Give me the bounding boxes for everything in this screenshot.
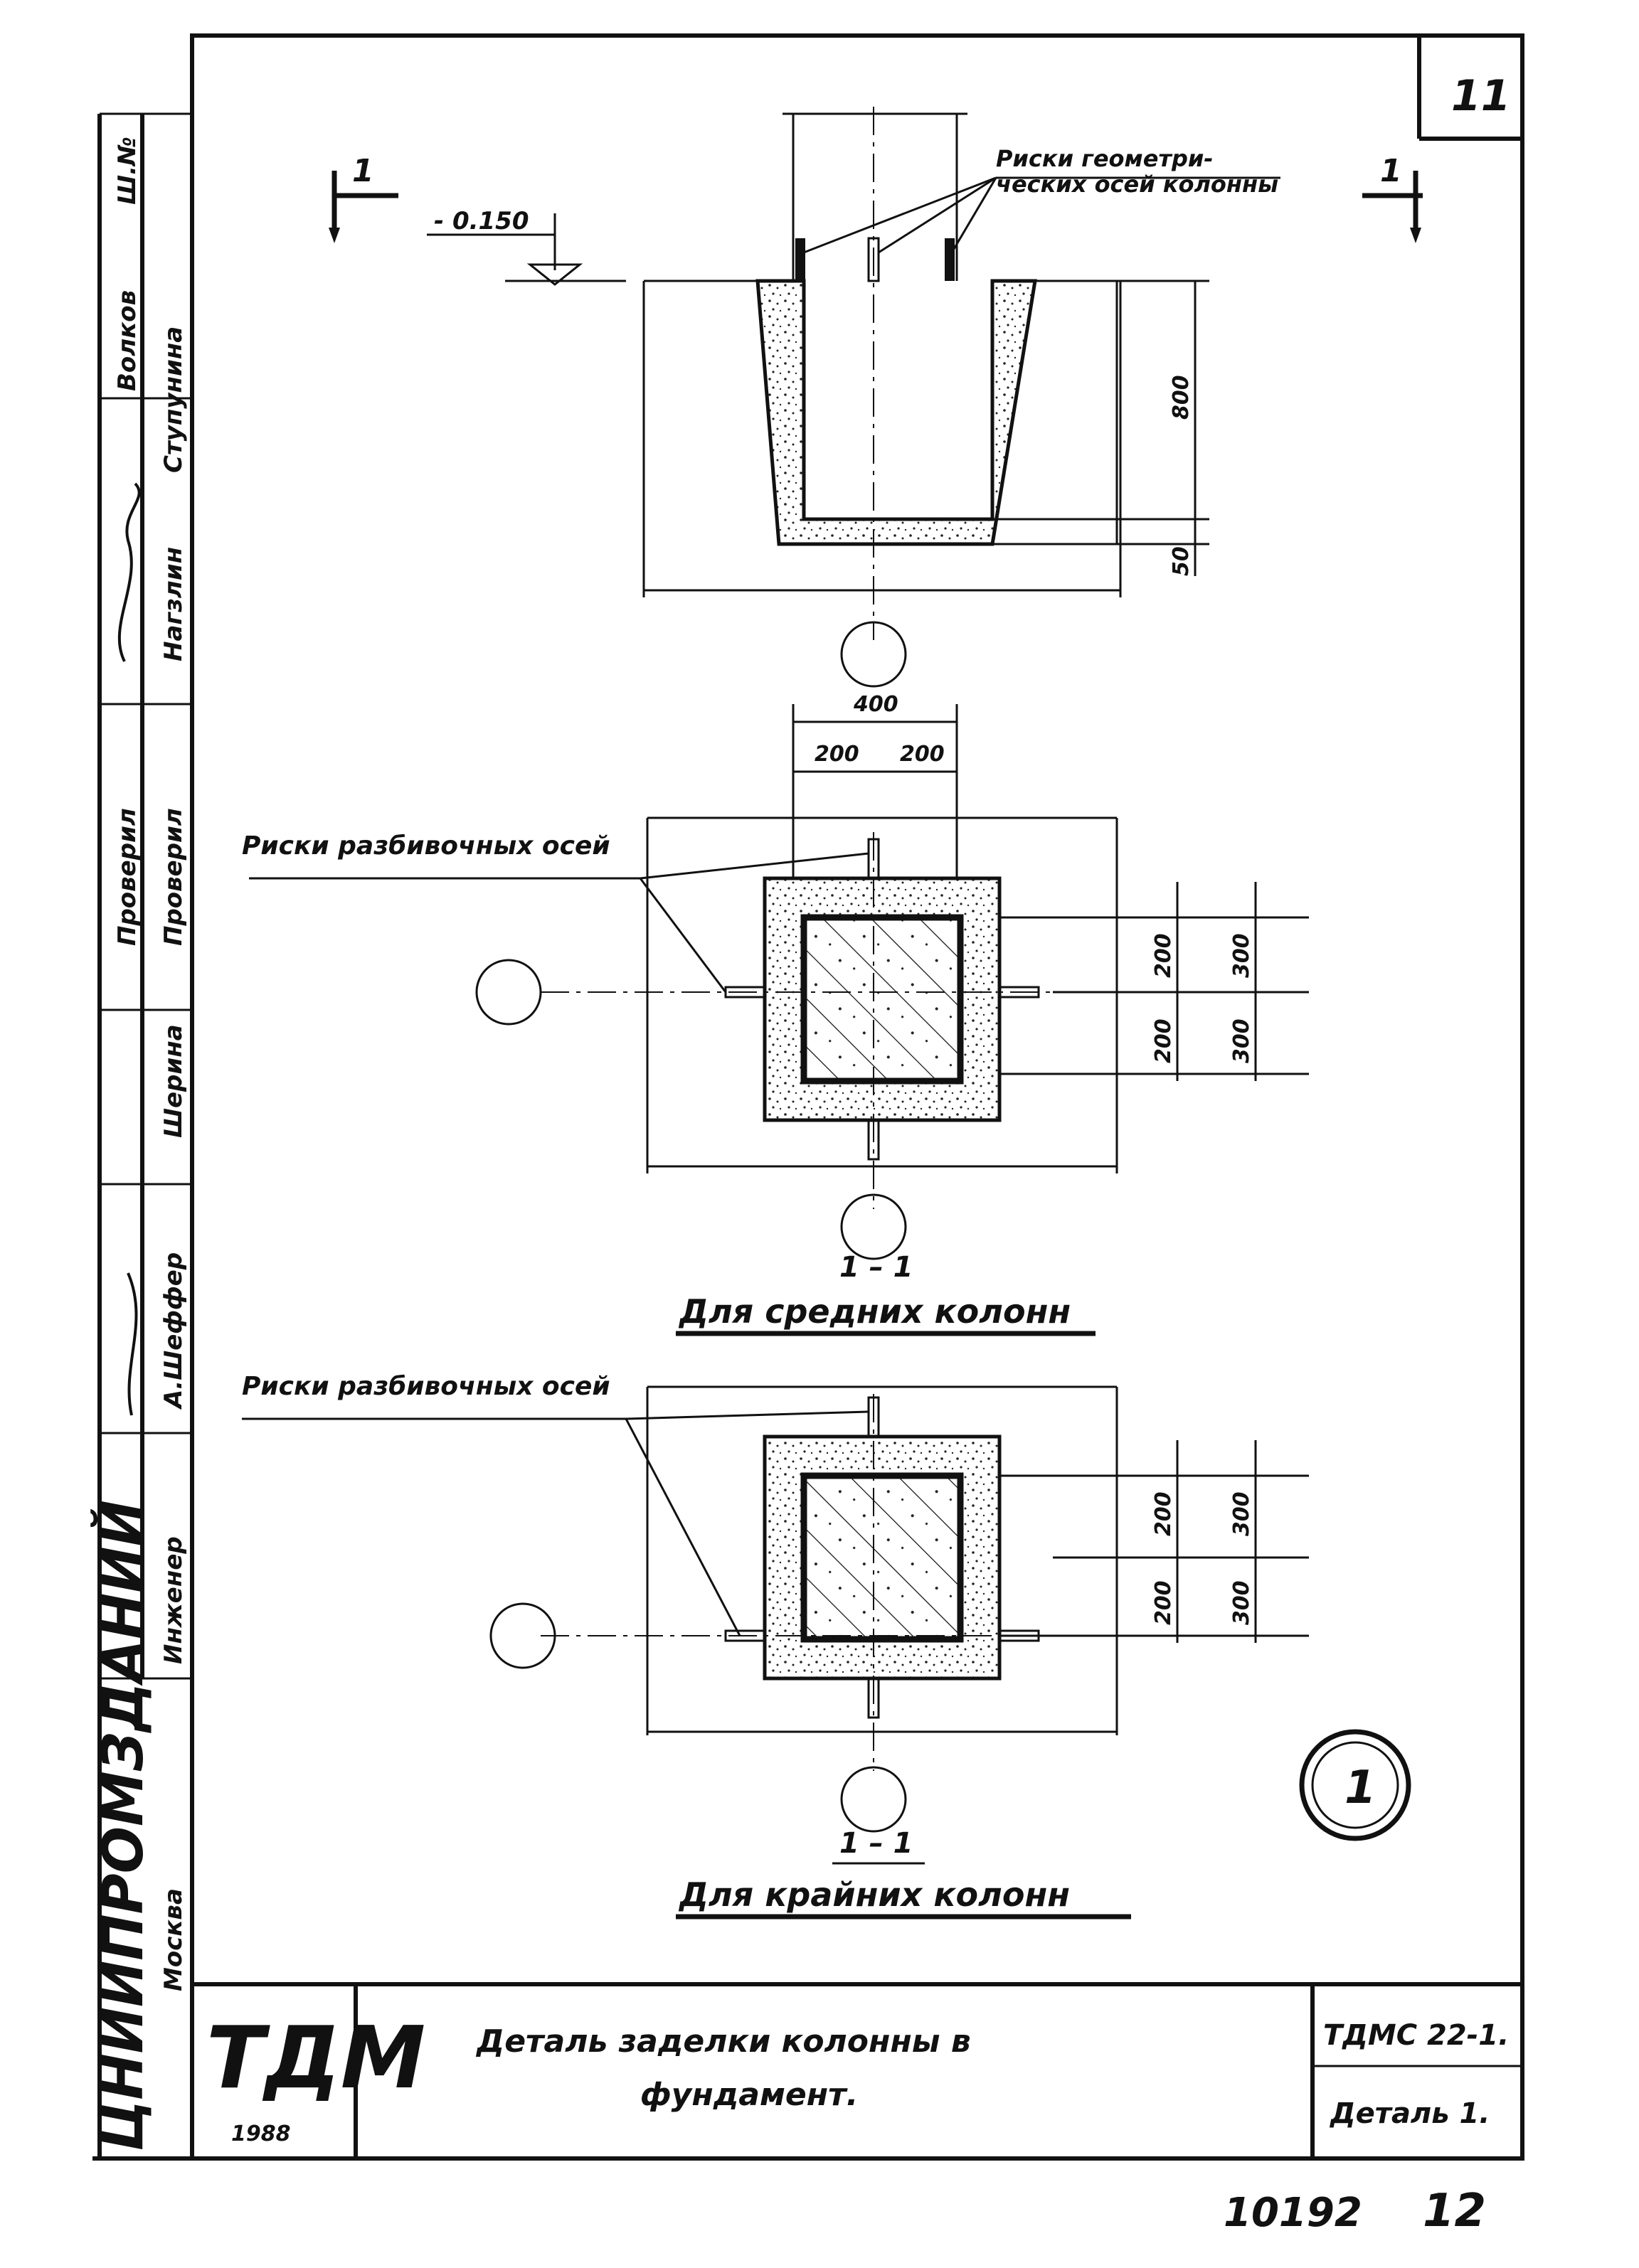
archive-number: 10192 <box>1224 2190 1362 2236</box>
callout-axes: Риски геометри- ческих осей колонны <box>996 146 1279 198</box>
dim-inner-top-edge: 200 <box>1151 1491 1176 1536</box>
axis-bubble-bottom-middle <box>840 1193 907 1260</box>
section-view: 1 1 - 0.150 Риски геометри- ческих осе <box>329 107 1423 688</box>
callout-axes-box: Риски геометри- ческих осей колонны <box>996 146 1279 198</box>
dim-half-left: 200 <box>815 742 859 767</box>
axis-bubble-left-middle <box>475 959 542 1026</box>
caption-edge: Для крайних колонн <box>678 1875 1070 1914</box>
plan-edge: Риски разбивочных осей 200 200 300 300 1… <box>242 1373 1309 1920</box>
title-block: ТДМ 1988 Деталь заделки колонны в фундам… <box>192 1982 1522 2158</box>
inv-label: Ш.№ <box>113 137 142 205</box>
signature-2 <box>117 482 141 662</box>
detail-badge-number: 1 <box>1344 1762 1377 1814</box>
column-plan-edge <box>800 1472 964 1643</box>
role-1: Волков <box>113 290 142 391</box>
signature-5 <box>127 1272 138 1416</box>
sheet-frame <box>190 33 1524 2161</box>
sheet-number: 11 <box>1451 71 1511 121</box>
cut-label-left: 1 <box>352 153 374 189</box>
year: 1988 <box>231 2121 291 2146</box>
code: ТДМС 22-1. <box>1323 2019 1509 2052</box>
role-2: Нагзлин <box>159 547 188 661</box>
caption-middle: Для средних колонн <box>678 1292 1071 1331</box>
plan-middle: 400 200 200 Риски разбивочных осей <box>242 692 1309 1336</box>
role-3: Проверил <box>113 808 142 946</box>
cut-label-middle: 1 – 1 <box>839 1251 913 1284</box>
dim-bottom: 50 <box>1169 546 1194 576</box>
callout-risks-edge: Риски разбивочных осей <box>242 1373 610 1401</box>
approval-strip: Ш.№ Волков Ступунина Нагзлин Проверил Пр… <box>90 112 192 2161</box>
callout-middle-box: Риски разбивочных осей <box>242 832 610 861</box>
axis-bubble-top <box>840 621 907 688</box>
logo: ТДМ <box>206 2009 425 2108</box>
dim-outer-top-edge: 300 <box>1229 1491 1254 1536</box>
name-5: А.Шеффер <box>159 1252 188 1410</box>
dim-inner-top-middle: 200 <box>1151 933 1176 978</box>
role-6: Инженер <box>159 1536 188 1664</box>
dim-inner-bottom-middle: 200 <box>1151 1018 1176 1063</box>
title-line-1: Деталь заделки колонны в <box>475 2023 971 2060</box>
dim-outer-bottom-middle: 300 <box>1229 1018 1254 1063</box>
dim-outer-top-middle: 300 <box>1229 933 1254 978</box>
sheet-number-box: 11 <box>1417 36 1522 141</box>
socket-section <box>755 279 1037 546</box>
column-plan-middle <box>800 914 964 1085</box>
cut-label-right: 1 <box>1380 153 1402 189</box>
axis-bubble-left-edge <box>489 1602 556 1669</box>
dim-total: 400 <box>853 692 898 717</box>
dim-half-right: 200 <box>900 742 945 767</box>
level-mark: - 0.150 <box>434 207 529 235</box>
org-city: Москва <box>159 1888 188 1991</box>
name-1: Ступунина <box>159 326 188 473</box>
name-3: Проверил <box>159 808 188 946</box>
callout-edge-box: Риски разбивочных осей <box>242 1373 610 1401</box>
detail-badge: 1 <box>1299 1729 1411 1841</box>
page-number: 12 <box>1423 2185 1486 2237</box>
axis-bubble-bottom-edge <box>840 1766 907 1833</box>
org-name: ЦНИИПРОМЗДАНИЙ <box>90 1500 156 2151</box>
dim-depth: 800 <box>1169 375 1194 420</box>
title-line-2: фундамент. <box>640 2077 858 2113</box>
dim-inner-bottom-edge: 200 <box>1151 1580 1176 1625</box>
name-4: Шерина <box>159 1024 188 1138</box>
callout-risks-middle: Риски разбивочных осей <box>242 832 610 861</box>
cut-label-edge: 1 – 1 <box>839 1827 913 1860</box>
detail-label: Деталь 1. <box>1329 2097 1490 2130</box>
dim-outer-bottom-edge: 300 <box>1229 1580 1254 1625</box>
